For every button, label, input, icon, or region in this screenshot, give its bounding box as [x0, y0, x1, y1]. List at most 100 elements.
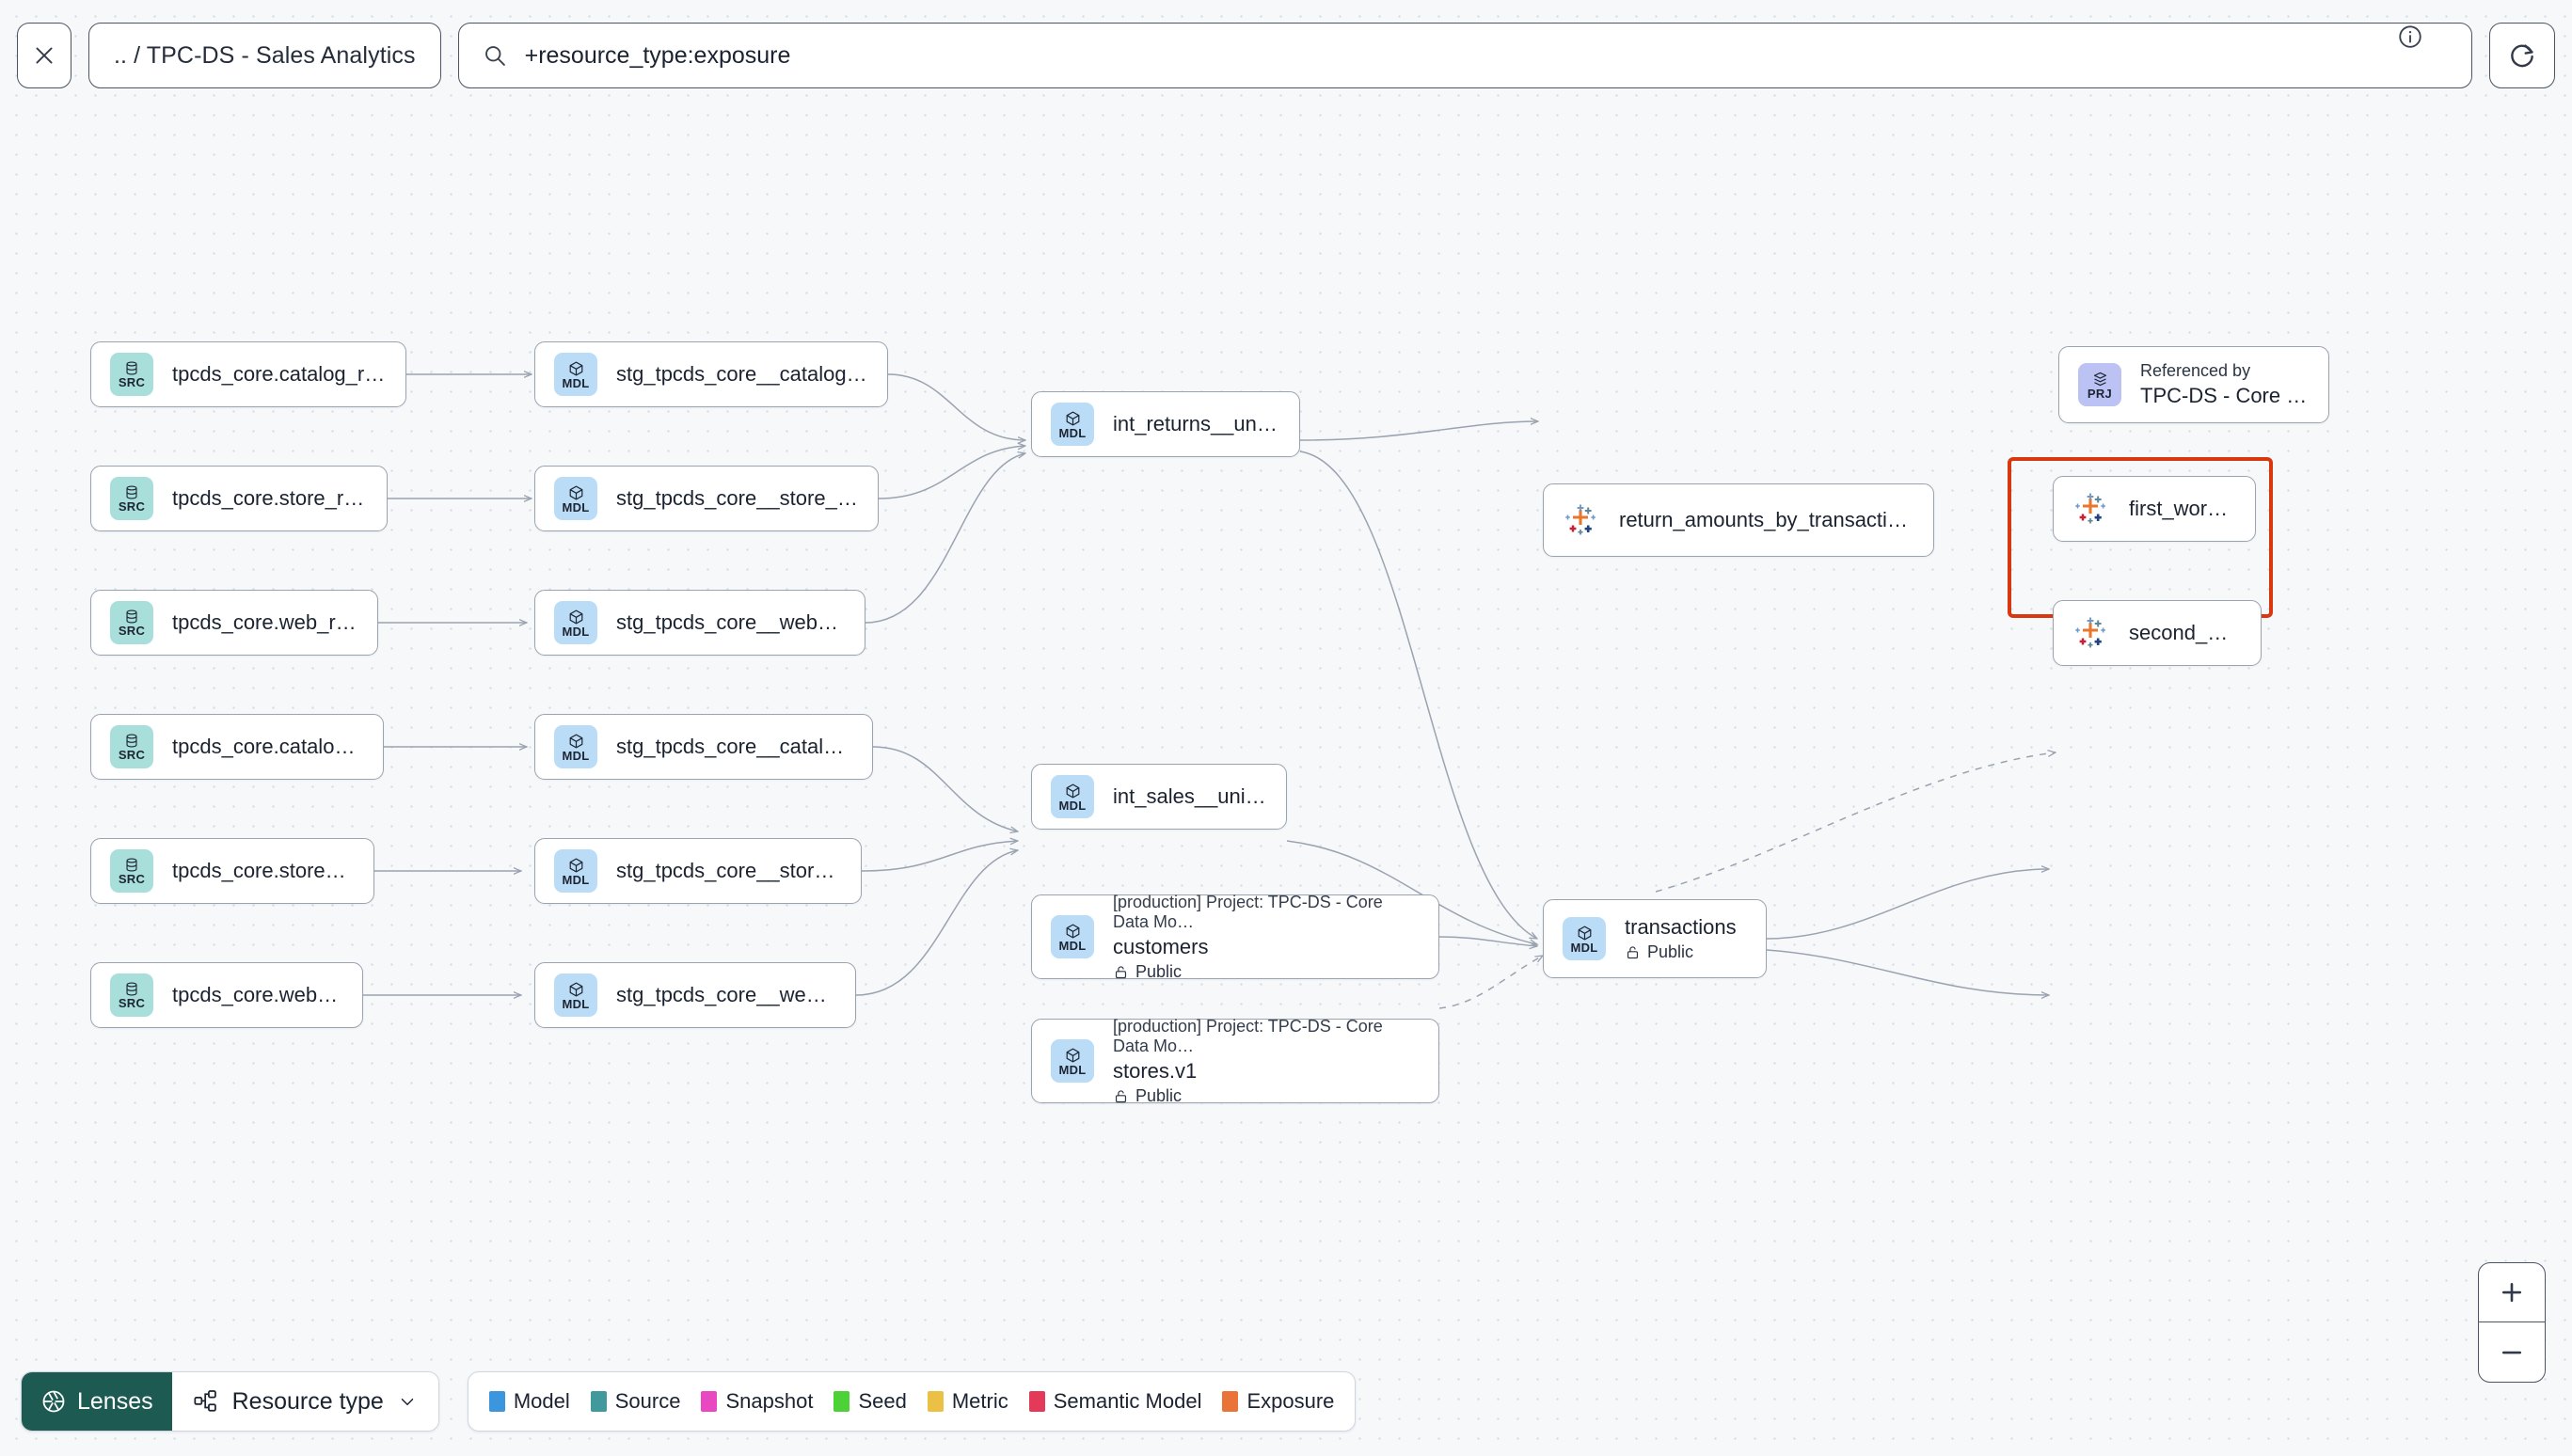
cube-icon: [1066, 411, 1079, 425]
node-stores-v1[interactable]: MDL [production] Project: TPC-DS - Core …: [1031, 1016, 1439, 1105]
src-badge-label: SRC: [118, 624, 146, 638]
lenses-label: Lenses: [77, 1387, 153, 1415]
legend-item-semantic-model[interactable]: Semantic Model: [1028, 1389, 1201, 1414]
legend-label: Source: [614, 1389, 681, 1413]
node-return-amounts-exposure[interactable]: return_amounts_by_transaction_type: [1543, 483, 1934, 557]
node-int-sales-unioned[interactable]: MDL int_sales__unioned: [1031, 764, 1287, 830]
node-text: int_returns__unioned: [1113, 412, 1280, 436]
node-text: stg_tpcds_core__catalog_sales: [616, 735, 853, 759]
legend-item-metric[interactable]: Metric: [927, 1389, 1008, 1414]
legend-item-seed[interactable]: Seed: [834, 1389, 907, 1414]
legend-swatch: [927, 1391, 944, 1412]
node-src-web-returns[interactable]: SRC tpcds_core.web_returns: [90, 590, 378, 656]
mdl-badge: MDL: [1051, 403, 1094, 446]
src-badge: SRC: [110, 849, 153, 893]
node-src-store-returns[interactable]: SRC tpcds_core.store_returns: [90, 466, 388, 531]
node-label: tpcds_core.store_returns: [172, 486, 368, 510]
node-text: return_amounts_by_transaction_type: [1619, 508, 1914, 532]
node-transactions[interactable]: MDL transactions Public: [1543, 899, 1767, 978]
node-label: return_amounts_by_transaction_type: [1619, 508, 1914, 531]
legend-label: Seed: [858, 1389, 907, 1413]
cube-icon: [569, 982, 582, 996]
info-button[interactable]: [2396, 23, 2451, 88]
tableau-glyph: [2075, 493, 2105, 524]
minus-icon: [2501, 1351, 2522, 1353]
node-text: int_sales__unioned: [1113, 784, 1267, 809]
node-stg-web-sales[interactable]: MDL stg_tpcds_core__web_sales: [534, 962, 856, 1028]
node-customers[interactable]: MDL [production] Project: TPC-DS - Core …: [1031, 893, 1439, 981]
legend-item-snapshot[interactable]: Snapshot: [701, 1389, 813, 1414]
zoom-in-button[interactable]: [2479, 1263, 2545, 1322]
aperture-icon: [42, 1390, 65, 1413]
legend-item-source[interactable]: Source: [590, 1389, 681, 1414]
mdl-badge: MDL: [554, 601, 597, 644]
node-text: Referenced by TPC-DS - Core Data Models: [2140, 361, 2310, 408]
src-badge-label: SRC: [118, 499, 146, 514]
graph-canvas[interactable]: SRC tpcds_core.catalog_returns SRC tpcds…: [0, 111, 2572, 1401]
breadcrumb-label: .. / TPC-DS - Sales Analytics: [114, 41, 416, 69]
node-int-returns-unioned[interactable]: MDL int_returns__unioned: [1031, 391, 1300, 457]
mdl-badge: MDL: [554, 477, 597, 520]
close-icon: [36, 47, 53, 64]
node-label: tpcds_core.web_sales: [172, 983, 343, 1006]
refresh-icon: [2511, 44, 2533, 68]
node-first-workbook-exposure[interactable]: first_workbook_attached_to_tpc-ds_-_…: [2053, 476, 2256, 542]
node-label: stg_tpcds_core__store_sales: [616, 859, 842, 882]
tableau-glyph: [1565, 504, 1596, 535]
node-src-store-sales[interactable]: SRC tpcds_core.store_sales: [90, 838, 374, 904]
node-label: stg_tpcds_core__web_sales: [616, 983, 836, 1006]
node-text: tpcds_core.store_returns: [172, 486, 368, 511]
node-text: transactions Public: [1625, 915, 1737, 962]
resource-type-dropdown[interactable]: Resource type: [171, 1372, 438, 1431]
node-referenced-by-project[interactable]: PRJ Referenced by TPC-DS - Core Data Mod…: [2058, 346, 2329, 423]
database-icon: [126, 982, 137, 996]
stack-icon: [2093, 372, 2106, 386]
node-src-catalog-returns[interactable]: SRC tpcds_core.catalog_returns: [90, 341, 406, 407]
src-badge: SRC: [110, 353, 153, 396]
zoom-out-button[interactable]: [2479, 1322, 2545, 1382]
node-access-label: Public: [1647, 942, 1694, 961]
node-text: tpcds_core.catalog_returns: [172, 362, 387, 387]
mdl-badge-label: MDL: [1570, 940, 1598, 955]
legend-item-model[interactable]: Model: [488, 1389, 570, 1414]
node-src-web-sales[interactable]: SRC tpcds_core.web_sales: [90, 962, 363, 1028]
node-project-title: [production] Project: TPC-DS - Core Data…: [1113, 1016, 1383, 1055]
src-badge-label: SRC: [118, 748, 146, 762]
search-input[interactable]: +resource_type:exposure: [457, 23, 2472, 88]
node-stg-store-sales[interactable]: MDL stg_tpcds_core__store_sales: [534, 838, 862, 904]
node-access: Public: [1625, 942, 1737, 962]
lenses-button[interactable]: Lenses: [22, 1372, 172, 1431]
node-reference-title: Referenced by: [2140, 361, 2251, 380]
legend-item-exposure[interactable]: Exposure: [1222, 1389, 1334, 1414]
cube-icon: [569, 858, 582, 872]
close-button[interactable]: [17, 23, 71, 88]
zoom-controls: [2478, 1262, 2546, 1383]
legend-label: Metric: [951, 1389, 1008, 1413]
node-stg-web-returns[interactable]: MDL stg_tpcds_core__web_returns: [534, 590, 865, 656]
node-label: customers: [1113, 934, 1209, 958]
node-second-workbook-exposure[interactable]: second_workbook_connected_to_live…: [2053, 600, 2262, 666]
node-text: stg_tpcds_core__web_returns: [616, 610, 846, 635]
node-stg-store-returns[interactable]: MDL stg_tpcds_core__store_returns: [534, 466, 879, 531]
hierarchy-icon: [194, 1390, 216, 1412]
src-badge: SRC: [110, 477, 153, 520]
tableau-glyph: [2075, 617, 2105, 648]
node-access-label: Public: [1135, 1085, 1183, 1105]
breadcrumb[interactable]: .. / TPC-DS - Sales Analytics: [88, 23, 441, 88]
mdl-badge: MDL: [554, 725, 597, 768]
node-text: tpcds_core.web_returns: [172, 610, 358, 635]
cube-icon: [1578, 926, 1591, 940]
src-badge: SRC: [110, 973, 153, 1017]
database-icon: [126, 734, 137, 748]
database-icon: [126, 361, 137, 375]
cube-icon: [1066, 924, 1079, 938]
node-label: tpcds_core.catalog_returns: [172, 362, 387, 386]
node-label: tpcds_core.catalog_sales: [172, 735, 364, 758]
node-label: int_sales__unioned: [1113, 784, 1267, 808]
refresh-button[interactable]: [2489, 23, 2555, 88]
node-stg-catalog-returns[interactable]: MDL stg_tpcds_core__catalog_returns: [534, 341, 888, 407]
unlock-icon: [1115, 1089, 1127, 1102]
mdl-badge: MDL: [554, 849, 597, 893]
node-stg-catalog-sales[interactable]: MDL stg_tpcds_core__catalog_sales: [534, 714, 873, 780]
node-src-catalog-sales[interactable]: SRC tpcds_core.catalog_sales: [90, 714, 384, 780]
